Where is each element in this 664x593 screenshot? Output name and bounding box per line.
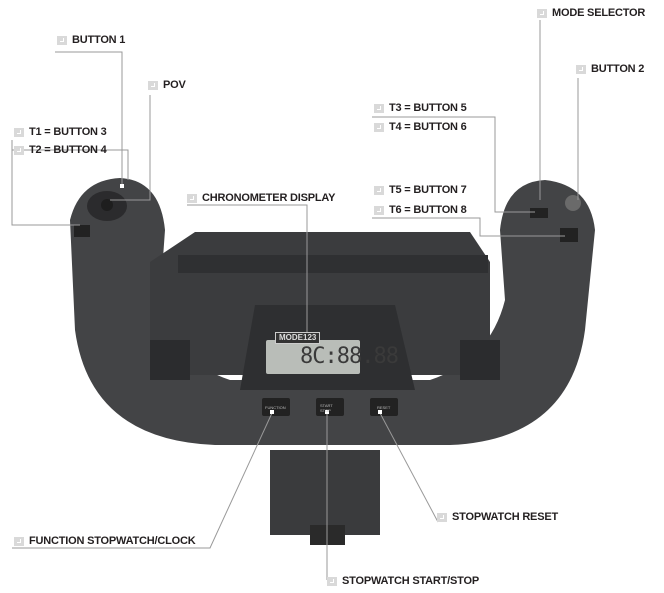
arrow-square-icon: [14, 536, 24, 546]
leader-lines: [11, 20, 579, 580]
label-text: CHRONOMETER DISPLAY: [202, 192, 336, 204]
arrow-square-icon: [148, 80, 158, 90]
label-text: MODE SELECTOR: [552, 7, 646, 19]
label-t1: T1 = BUTTON 3: [14, 126, 107, 138]
start-stop-button[interactable]: [316, 398, 344, 416]
label-chronometer: CHRONOMETER DISPLAY: [187, 192, 336, 204]
arrow-square-icon: [374, 122, 384, 132]
label-text: FUNCTION STOPWATCH/CLOCK: [29, 535, 196, 547]
t3-t4-switch: [530, 208, 548, 218]
label-text: BUTTON 2: [591, 63, 645, 75]
label-t5: T5 = BUTTON 7: [374, 184, 467, 196]
arrow-square-icon: [14, 127, 24, 137]
label-text: STOPWATCH RESET: [452, 511, 558, 523]
reset-button[interactable]: [370, 398, 398, 416]
label-button1: BUTTON 1: [57, 34, 125, 46]
label-text: STOPWATCH START/STOP: [342, 575, 479, 587]
arrow-square-icon: [374, 185, 384, 195]
yoke-column: [270, 450, 380, 535]
label-text: T5 = BUTTON 7: [389, 184, 467, 196]
arrow-square-icon: [57, 35, 67, 45]
label-start-stop: STOPWATCH START/STOP: [327, 575, 479, 587]
reset-button-label: RESET: [377, 405, 391, 410]
label-text: T1 = BUTTON 3: [29, 126, 107, 138]
label-function: FUNCTION STOPWATCH/CLOCK: [14, 535, 196, 547]
chronometer-display: [266, 340, 360, 374]
arrow-square-icon: [187, 193, 197, 203]
arrow-square-icon: [14, 145, 24, 155]
label-text: T3 = BUTTON 5: [389, 102, 467, 114]
arrow-square-icon: [537, 8, 547, 18]
arrow-square-icon: [437, 512, 447, 522]
function-button-label: FUNCTION: [265, 405, 286, 410]
label-text: T6 = BUTTON 8: [389, 204, 467, 216]
label-text: POV: [163, 79, 186, 91]
label-button2: BUTTON 2: [576, 63, 644, 75]
start-stop-button-label: START STOP: [320, 403, 333, 413]
display-mode: MODE123: [275, 332, 321, 344]
label-text: BUTTON 1: [72, 34, 126, 46]
arrow-square-icon: [374, 103, 384, 113]
label-reset: STOPWATCH RESET: [437, 511, 558, 523]
arrow-square-icon: [576, 64, 586, 74]
arrow-square-icon: [327, 576, 337, 586]
label-mode-selector: MODE SELECTOR: [537, 7, 645, 19]
function-button[interactable]: [262, 398, 290, 416]
label-t6: T6 = BUTTON 8: [374, 204, 467, 216]
arrow-square-icon: [374, 205, 384, 215]
label-text: T2 = BUTTON 4: [29, 144, 107, 156]
display-digits: 8C:88.88: [300, 344, 399, 369]
label-pov: POV: [148, 79, 186, 91]
t1-t2-switch: [74, 225, 90, 237]
label-t4: T4 = BUTTON 6: [374, 121, 467, 133]
label-text: T4 = BUTTON 6: [389, 121, 467, 133]
label-t2: T2 = BUTTON 4: [14, 144, 107, 156]
mode-selector-knob: [565, 195, 581, 211]
label-t3: T3 = BUTTON 5: [374, 102, 467, 114]
t5-t6-switch: [560, 228, 578, 242]
